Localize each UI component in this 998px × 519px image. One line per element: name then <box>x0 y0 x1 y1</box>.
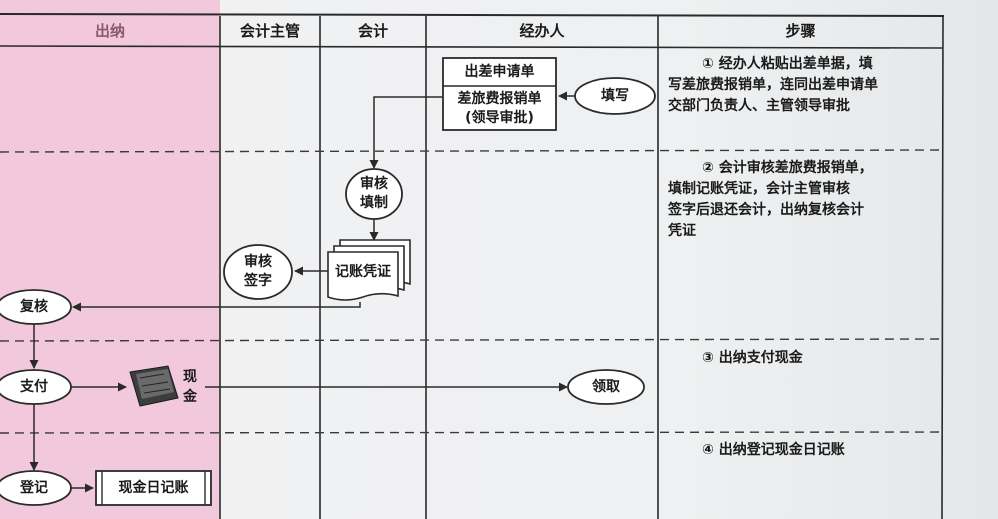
review-fill-label-2: 填制 <box>360 195 388 211</box>
header-cashier: 出纳 <box>94 22 125 40</box>
review-sign-circle <box>223 244 293 300</box>
step-2-text: ② 会计审核差旅费报销单， 填制记账凭证，会计主管审核 签字后退还会计，出纳复核… <box>668 158 940 242</box>
receive-ellipse <box>567 369 645 405</box>
recheck-label: 复核 <box>20 299 48 315</box>
review-sign-label-2: 签字 <box>244 273 272 289</box>
step-2-line-4: 凭证 <box>668 223 696 239</box>
receive-label: 领取 <box>592 379 620 395</box>
step-2-line-1: ② 会计审核差旅费报销单， <box>702 160 873 176</box>
travel-reimbursement-label: 差旅费报销单 <box>457 91 542 107</box>
step-1-line-3: 交部门负责人、主管领导审批 <box>668 98 850 114</box>
accounting-voucher-stack <box>327 239 411 301</box>
arrow-form-to-review <box>369 96 443 169</box>
leader-approval-label: (领导审批) <box>465 110 534 126</box>
row-dividers <box>0 149 943 434</box>
step-2-line-3: 签字后退还会计，出纳复核会计 <box>668 202 864 218</box>
trip-application-box <box>442 57 557 131</box>
arrow-voucher-to-recheck <box>72 302 361 312</box>
accounting-voucher-label: 记账凭证 <box>335 264 391 280</box>
step-1-line-2: 写差旅费报销单，连同出差申请单 <box>668 77 878 93</box>
step-2-line-2: 填制记账凭证，会计主管审核 <box>668 181 850 197</box>
step-1-text: ① 经办人粘贴出差单据，填 写差旅费报销单，连同出差申请单 交部门负责人、主管领… <box>668 54 940 117</box>
step-3-line-1: ③ 出纳支付现金 <box>702 350 803 366</box>
trip-application-label: 出差申请单 <box>464 64 535 80</box>
review-fill-label-1: 审核 <box>360 176 388 192</box>
cash-label-1: 现 <box>183 369 197 385</box>
step-3-text: ③ 出纳支付现金 <box>702 348 942 369</box>
record-label: 登记 <box>20 480 48 496</box>
cash-journal-box <box>95 470 212 506</box>
header-accountant: 会计 <box>357 22 388 40</box>
fill-in-label: 填写 <box>601 88 629 104</box>
header-handler: 经办人 <box>519 22 565 40</box>
step-4-line-1: ④ 出纳登记现金日记账 <box>702 442 845 458</box>
cash-label-2: 金 <box>183 389 197 405</box>
cash-bundle-icon <box>129 365 179 407</box>
step-4-text: ④ 出纳登记现金日记账 <box>702 440 942 461</box>
payment-label: 支付 <box>20 379 48 395</box>
table-grid <box>0 13 945 519</box>
review-sign-label-1: 审核 <box>244 254 272 270</box>
header-accounting-supervisor: 会计主管 <box>239 22 300 40</box>
step-1-line-1: ① 经办人粘贴出差单据，填 <box>702 56 873 72</box>
header-steps: 步骤 <box>785 22 816 40</box>
cash-journal-label: 现金日记账 <box>118 480 189 496</box>
